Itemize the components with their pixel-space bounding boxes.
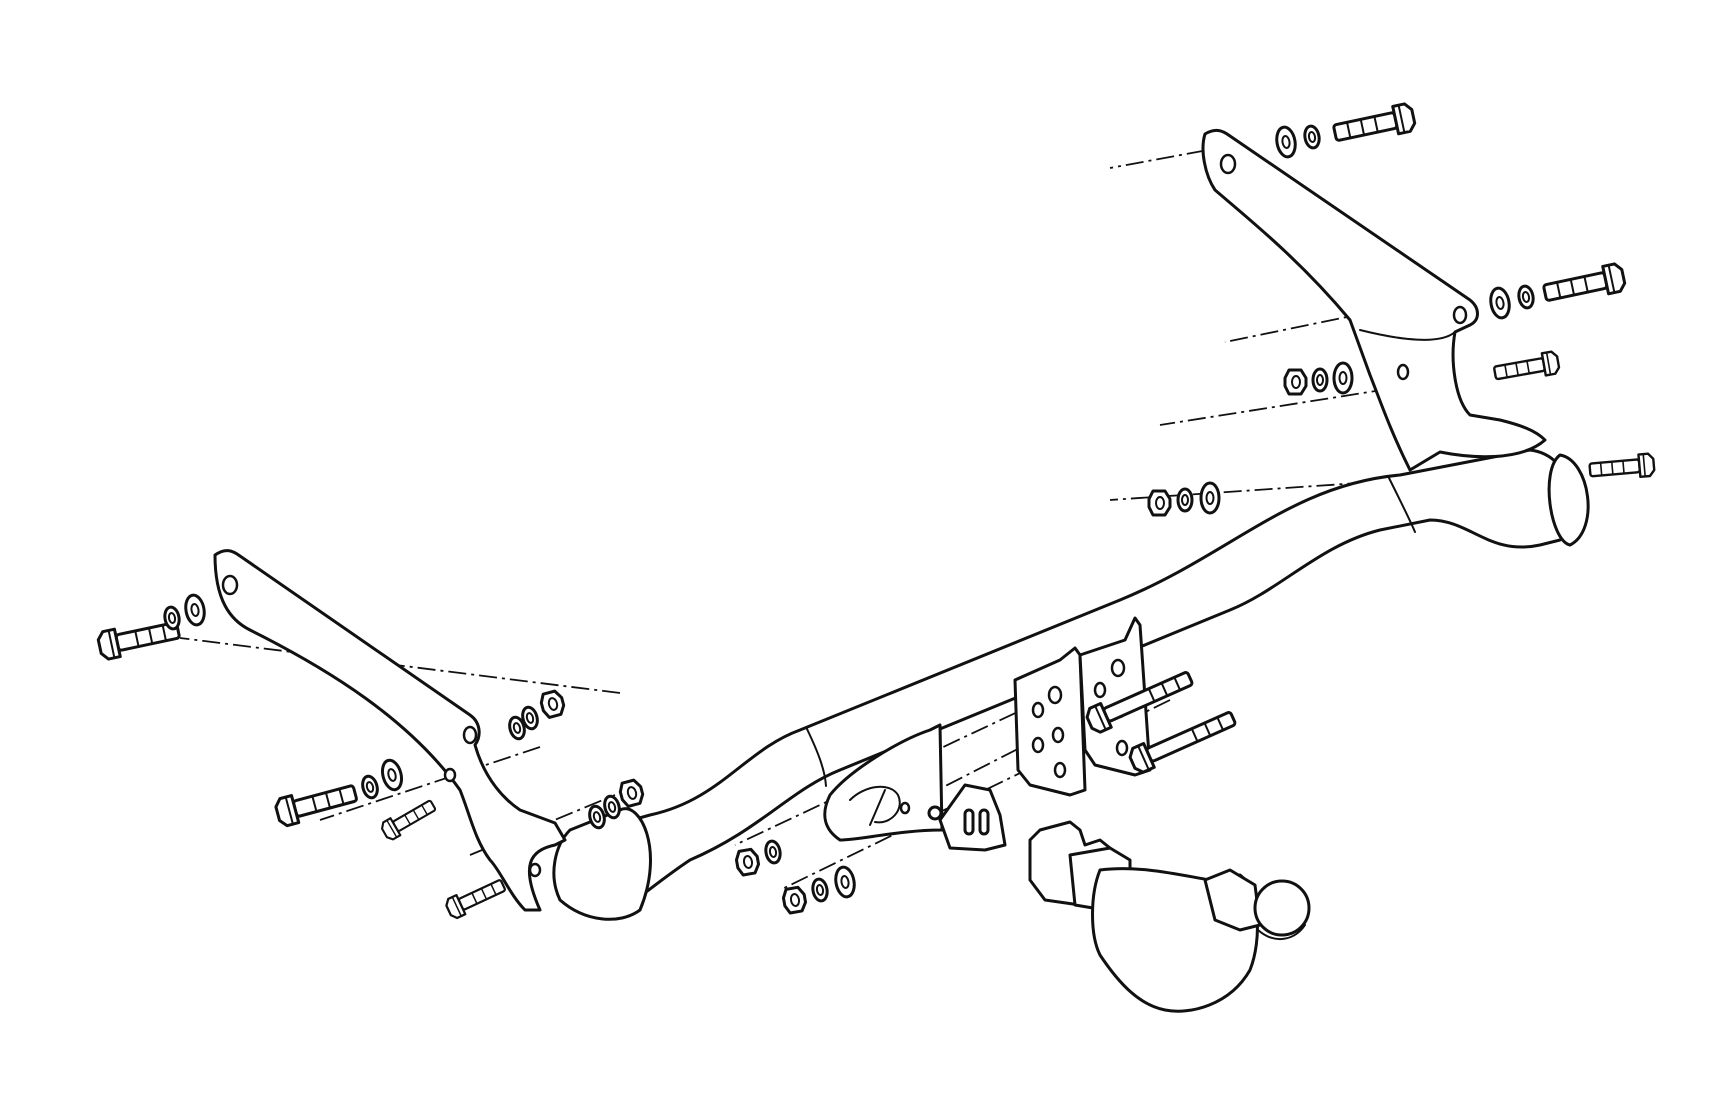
small-socket-bracket — [927, 783, 1007, 852]
left-side-bracket — [213, 549, 567, 912]
right-bracket-hole-mid — [1452, 305, 1468, 325]
left-bracket-hole-bottom — [528, 862, 542, 878]
left-bracket-hole-top — [221, 574, 239, 596]
left-bracket-hole-mid — [462, 725, 478, 745]
right-bracket-hole-low — [1396, 363, 1410, 381]
electrical-socket-plate — [823, 723, 944, 842]
center-lower-fasteners — [733, 838, 858, 916]
main-crossbar — [552, 448, 1590, 921]
left-bracket-hole-low — [443, 767, 457, 783]
center-mount-plate — [1013, 616, 1152, 797]
right-bracket-hole-top — [1219, 153, 1237, 175]
right-top-fasteners — [1273, 101, 1418, 160]
tow-ball — [1253, 879, 1311, 937]
left-top-fasteners — [95, 592, 208, 662]
right-mid-fasteners — [1487, 261, 1628, 321]
tow-ball-neck — [1028, 820, 1311, 1013]
right-side-bracket — [1201, 128, 1547, 472]
